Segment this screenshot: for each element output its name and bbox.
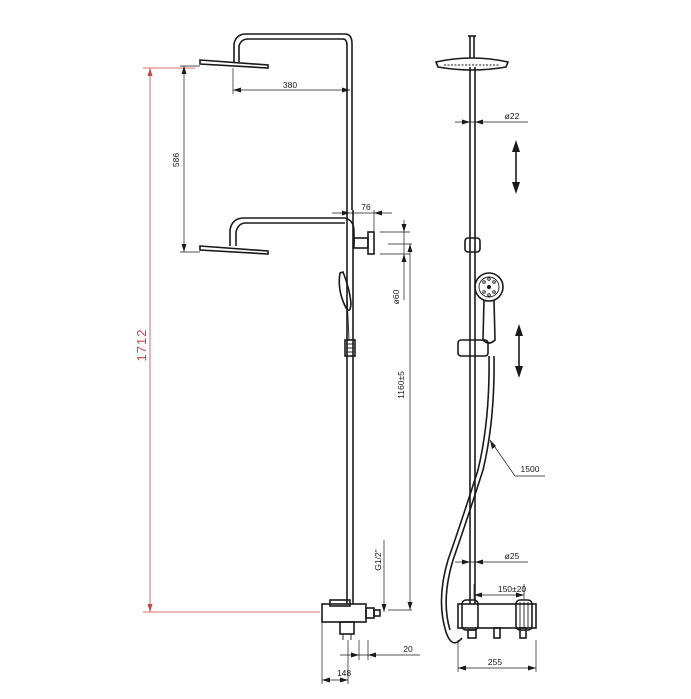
label-inlet-spacing: 150±20 (498, 584, 527, 594)
dim-mixer-width: 255 (457, 640, 537, 672)
dim-bracket-offset: 76 (332, 202, 392, 232)
dim-inlet-spacing: 150±20 (473, 584, 527, 600)
front-slide-holder (464, 237, 481, 253)
front-view: ø22 ø25 1500 150±20 (434, 35, 545, 672)
label-connector: G1/2" (373, 549, 383, 570)
side-view: 1712 586 380 76 (134, 33, 420, 684)
riser-pipe (346, 210, 354, 604)
label-head-diameter: ø60 (391, 289, 401, 304)
wall-bracket (353, 231, 375, 255)
dim-head-diameter: ø60 (380, 220, 410, 304)
thermostatic-mixer-front (457, 599, 537, 639)
dim-head-drop: 586 (171, 65, 200, 253)
label-arm-reach: 380 (283, 80, 297, 90)
label-mixer-width: 255 (488, 657, 502, 667)
label-front-offset: 20 (403, 644, 413, 654)
dim-arm-reach: 380 (232, 68, 350, 94)
front-riser-pipe (469, 67, 476, 604)
dim-pipe-diameter-top: ø22 (455, 111, 528, 125)
height-adjust-arrow-bottom (515, 324, 523, 378)
dim-front-offset: 20 (340, 640, 420, 660)
label-hose-length: 1500 (521, 464, 540, 474)
dim-connector: G1/2" (373, 540, 387, 612)
thermostatic-mixer-side (321, 599, 381, 640)
label-head-drop: 586 (171, 153, 181, 167)
upper-shower-head (199, 33, 353, 210)
height-adjust-arrow-top (512, 140, 520, 194)
front-shower-head (434, 35, 510, 71)
lower-shower-head (199, 217, 355, 255)
dim-hose-length: 1500 (489, 439, 545, 477)
label-front-depth: 148 (337, 668, 351, 678)
hand-shower-front (457, 272, 504, 357)
label-total-height: 1712 (134, 329, 149, 362)
label-bracket-offset: 76 (361, 202, 371, 212)
dim-pipe-diameter-bottom: ø25 (455, 551, 528, 565)
label-pipe-diameter-bottom: ø25 (505, 551, 520, 561)
shower-hose (440, 355, 495, 644)
dim-total-height: 1712 (134, 67, 320, 613)
label-outlet-height: 1160±5 (396, 371, 406, 399)
dim-outlet-height: 1160±5 (388, 243, 413, 611)
hand-shower-side (338, 271, 356, 357)
dim-front-depth: 148 (321, 622, 351, 684)
label-pipe-diameter-top: ø22 (505, 111, 520, 121)
